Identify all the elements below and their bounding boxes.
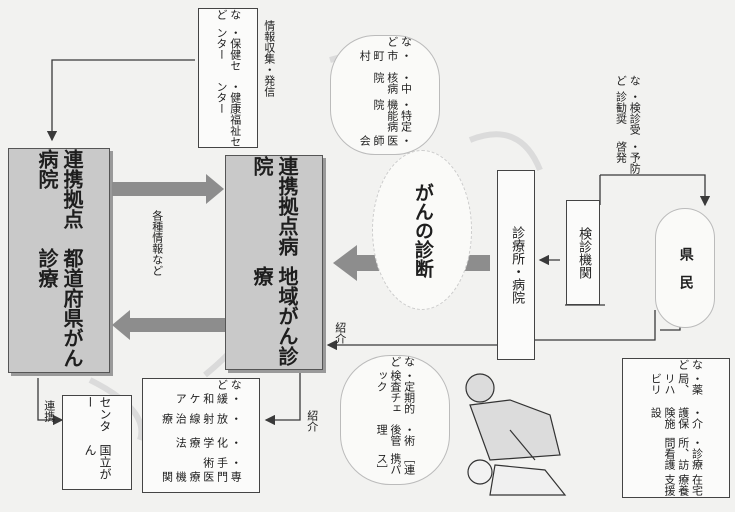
diagnosis-arrow-head — [333, 245, 357, 281]
medical-assoc-bubble: ・医師会 ・特定機能病院 ・中核病院 ・市町村 など — [330, 35, 440, 155]
pathway-line1: ［連携パス］ — [374, 453, 415, 484]
doctor-body — [490, 465, 565, 495]
health-center-box: ・健康福祉センター ・保健センター など — [198, 8, 258, 148]
home-care-line5: など — [649, 359, 704, 370]
doctor-patient-illustration — [450, 360, 580, 500]
regional-hub-line2: 連携拠点病院 — [249, 156, 299, 260]
home-care-box: 在宅療養支援 ・診療所、訪問看護 ・介護保険施設 ・薬局、リハビリ など — [622, 358, 730, 498]
hub-arrow-right-head — [206, 174, 224, 204]
residents-label: 県 民 — [676, 247, 694, 289]
referral-label-1: 紹介 — [333, 322, 347, 344]
patient-head — [466, 374, 494, 402]
home-care-line3: ・介護保険施設 — [649, 407, 704, 434]
medical-assoc-line2: ・特定機能病院 — [358, 99, 413, 132]
national-center-line1: 国立がん — [82, 444, 112, 489]
prefectural-hub-line1: 都道府県がん診療 — [34, 248, 84, 372]
info-collection-label: 情報収集・発信 — [262, 20, 276, 97]
prefectural-hub-box: 都道府県がん診療 連携拠点病院 — [8, 148, 110, 373]
medical-assoc-line5: など — [358, 36, 413, 47]
prevention-line2: ・検診受診勧奨 — [614, 91, 642, 138]
health-center-line2: ・保健センター — [214, 27, 242, 78]
referral-label-2: 紹介 — [305, 410, 319, 432]
diagnosis-bubble: がんの診断 — [372, 150, 472, 310]
hub-arrow-left-head — [112, 310, 130, 340]
specialist-line3: ・化学療法 — [160, 437, 243, 454]
regional-hub-line1: 地域がん診療 — [249, 266, 299, 370]
hub-arrow-left — [130, 318, 225, 332]
clinic-box: 診療所・病院 — [497, 170, 535, 360]
medical-assoc-line4: ・市町村 — [358, 50, 413, 69]
specialist-line5: ・緩和ケア — [160, 393, 243, 410]
specialist-box: 専門医療機関 ・手術 ・化学療法 ・放射線治療 ・緩和ケア など — [142, 378, 260, 493]
specialist-line4: ・放射線治療 — [160, 413, 243, 434]
prevention-note: ・予防啓発 ・検診受診勧奨 など — [590, 75, 665, 175]
screening-label: 検診機関 — [575, 227, 591, 279]
info-line — [52, 60, 195, 140]
prevention-line1: ・予防啓発 — [614, 141, 642, 175]
residents-box: 県 民 — [655, 208, 715, 328]
regional-hub-box: 地域がん診療 連携拠点病院 — [225, 155, 323, 370]
specialist-line6: など — [160, 379, 243, 390]
specialist-line1: 専門医療機関 — [160, 471, 243, 492]
medical-assoc-line3: ・中核病院 — [358, 72, 413, 96]
doctor-head — [468, 460, 492, 484]
screening-box: 検診機関 — [566, 200, 600, 305]
pathway-line2: ・術後管理 — [374, 424, 415, 450]
prefectural-hub-line2: 連携拠点病院 — [34, 149, 84, 242]
clinic-label: 診療所・病院 — [508, 226, 524, 304]
health-center-line1: ・健康福祉センター — [214, 81, 242, 147]
home-care-line1: 在宅療養支援 — [649, 474, 704, 497]
national-center-box: 国立がん センター — [62, 395, 132, 490]
referral-line-2 — [266, 370, 300, 420]
prevention-line3: など — [614, 75, 642, 88]
home-care-line2: ・診療所、訪問看護 — [649, 437, 704, 472]
pathway-bubble: ［連携パス］ ・術後管理 ・定期的検査チェック など — [340, 355, 450, 485]
collaboration-label: 連携 — [42, 400, 56, 422]
patient-body — [470, 400, 560, 460]
national-center-line2: センター — [82, 396, 112, 441]
medical-assoc-line1: ・医師会 — [358, 135, 413, 154]
cancer-diagnosis-label: がんの診断 — [410, 183, 434, 278]
specialist-line2: ・手術 — [160, 457, 243, 468]
hub-arrow-right — [112, 182, 210, 196]
info-share-label: 各種情報など — [150, 210, 164, 276]
health-center-line3: など — [214, 9, 242, 24]
home-care-line4: ・薬局、リハビリ — [649, 373, 704, 404]
pathway-line3: ・定期的検査チェック — [374, 370, 415, 421]
pathway-line4: など — [374, 356, 415, 367]
